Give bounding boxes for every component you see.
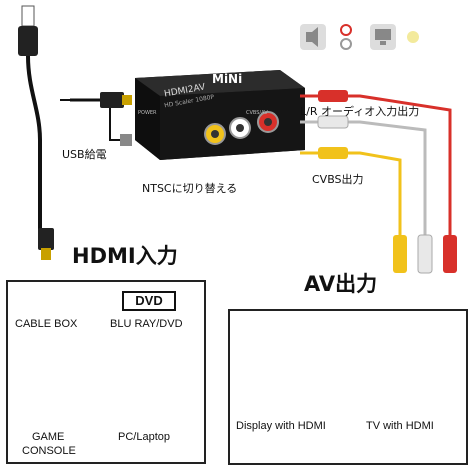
yellow-dot-icon [407,31,419,43]
micro-usb-plug-icon [120,134,132,146]
monitor-icon [370,24,396,50]
speaker-icon [300,24,326,50]
tv-label: TV with HDMI [366,420,434,432]
av-output-heading: AV出力 [304,272,378,296]
rca-cable-red [300,90,457,273]
usb-power-label: USB給電 [62,148,107,161]
pc-label: PC/Laptop [118,431,170,443]
monitor-label: Display with HDMI [236,420,326,432]
game-console-label-line2: CONSOLE [22,445,76,457]
cvbs-output-label: CVBS出力 [312,173,364,186]
converter-box [135,70,305,160]
rca-cable-yellow [300,147,407,273]
bluray-label: BLU RAY/DVD [110,318,183,330]
hdmi-plug-bottom-icon [38,228,54,260]
ntsc-switch-label: NTSCに切り替える [142,182,238,195]
rca-cable-white [300,115,433,274]
bluray-badge-text: DVD [135,293,163,308]
usb-cable [26,55,42,230]
rca-jacks-icon [340,24,352,50]
game-console-label-line1: GAME [32,431,65,443]
lr-audio-label: L/R オーディオ入力出力 [300,105,420,118]
converter-side-cvbs: CVBS/AV [246,110,268,116]
usb-plug-icon [18,5,38,56]
converter-brand: MiNi [212,72,243,86]
display-devices-panel [228,309,468,465]
hdmi-input-heading: HDMI入力 [72,244,178,268]
converter-side-power: POWER [138,110,157,116]
hdmi-plug-top-icon [100,92,132,108]
bluray-badge: DVD [122,291,176,311]
cable-box-label: CABLE BOX [15,318,78,330]
